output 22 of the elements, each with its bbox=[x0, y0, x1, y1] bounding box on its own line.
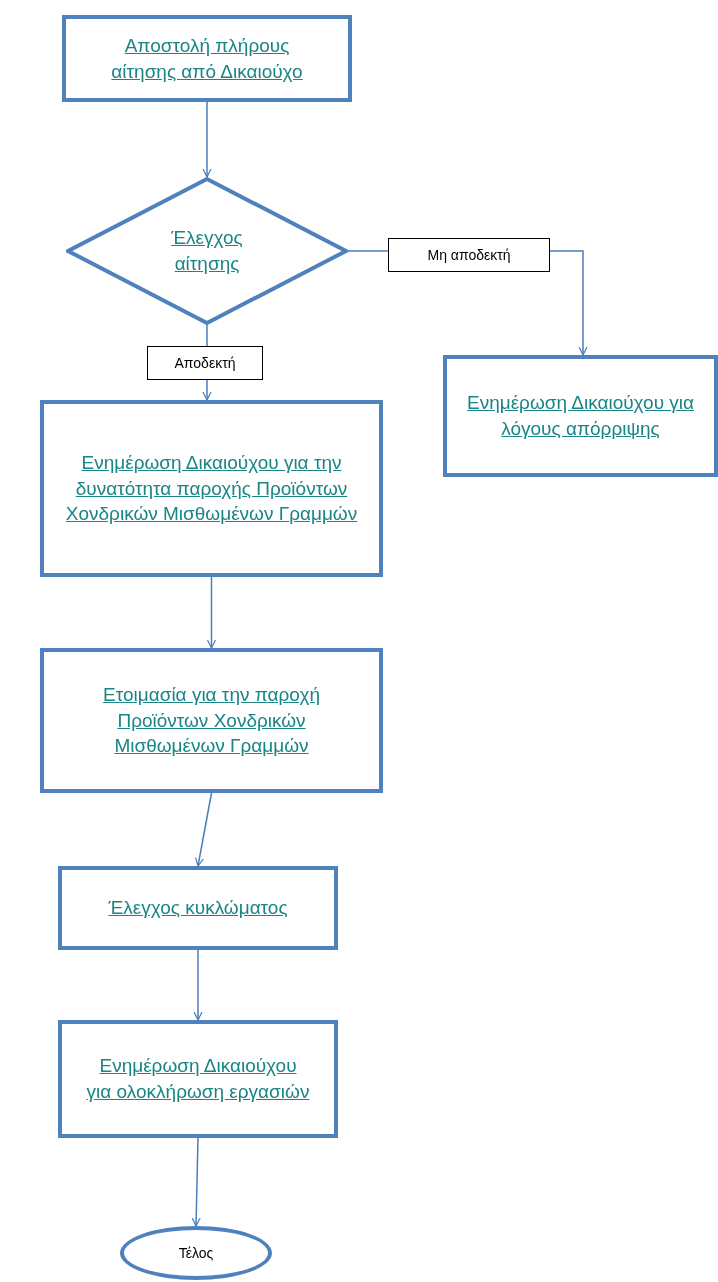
edge-label: Αποδεκτή bbox=[147, 346, 263, 380]
step-link: Αποστολή πλήρους αίτησης από Δικαιούχο bbox=[110, 33, 304, 84]
edge-label: Μη αποδεκτή bbox=[388, 238, 550, 272]
step-link: Ετοιμασία για την παροχή Προϊόντων Χονδρικών Μισθωμένων Γραμμών bbox=[102, 683, 321, 759]
arrow bbox=[193, 949, 203, 1021]
step-link: Έλεγχος κυκλώματος bbox=[108, 896, 288, 921]
arrow bbox=[194, 792, 213, 867]
decision-diamond bbox=[66, 177, 348, 325]
process-box bbox=[58, 866, 338, 950]
step-link: Ενημέρωση Δικαιούχου για ολοκλήρωση εργασιών bbox=[86, 1054, 310, 1104]
step-link: Ενημέρωση Δικαιούχου για λόγους απόρριψης bbox=[465, 391, 696, 441]
end-label: Τέλος bbox=[178, 1243, 214, 1263]
process-box bbox=[443, 355, 718, 477]
process-box bbox=[58, 1020, 338, 1138]
process-box bbox=[62, 15, 352, 102]
process-box bbox=[40, 400, 383, 577]
process-box bbox=[40, 648, 383, 793]
arrow bbox=[191, 1137, 201, 1227]
arrow bbox=[202, 101, 212, 178]
arrow bbox=[206, 576, 217, 649]
step-link: Έλεγχος αίτησης bbox=[170, 226, 244, 276]
step-link: Ενημέρωση Δικαιούχου για την δυνατότητα παροχής Προϊόντων Χονδρικών Μισθωμένων Γραμμών bbox=[64, 451, 359, 527]
